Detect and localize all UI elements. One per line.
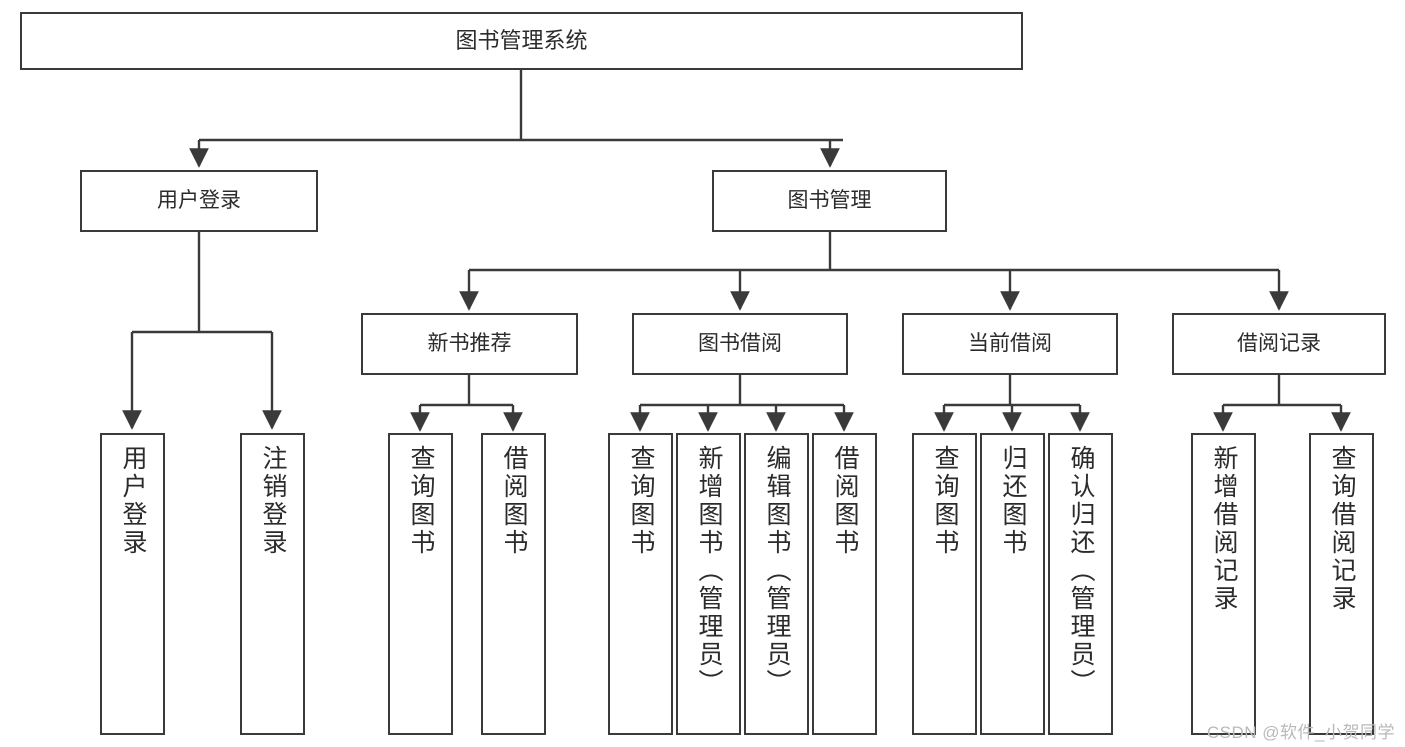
leaf-add-book-admin[interactable]: 新增图书（管理员） [676,433,741,735]
leaf-confirm-return-admin[interactable]: 确认归还（管理员） [1048,433,1113,735]
node-label: 查询图书 [627,445,655,557]
node-label: 查询图书 [931,445,959,557]
node-label: 确认归还（管理员） [1067,445,1095,697]
node-label: 注销登录 [259,445,287,557]
node-label: 图书管理系统 [455,27,588,53]
node-label: 用户登录 [119,445,147,557]
node-book-management[interactable]: 图书管理 [712,170,947,232]
node-label: 新增借阅记录 [1210,445,1238,613]
node-label: 用户登录 [157,189,241,213]
leaf-edit-book-admin[interactable]: 编辑图书（管理员） [744,433,809,735]
node-label: 图书借阅 [698,332,782,356]
leaf-query-book-current[interactable]: 查询图书 [912,433,977,735]
node-current-borrowing[interactable]: 当前借阅 [902,313,1118,375]
node-label: 当前借阅 [968,332,1052,356]
leaf-add-borrowing-record[interactable]: 新增借阅记录 [1191,433,1256,735]
leaf-query-borrowing-record[interactable]: 查询借阅记录 [1309,433,1374,735]
node-book-borrowing[interactable]: 图书借阅 [632,313,848,375]
leaf-query-book-borrowing[interactable]: 查询图书 [608,433,673,735]
leaf-logout[interactable]: 注销登录 [240,433,305,735]
node-borrowing-records[interactable]: 借阅记录 [1172,313,1386,375]
leaf-return-book[interactable]: 归还图书 [980,433,1045,735]
leaf-query-book-recommendation[interactable]: 查询图书 [388,433,453,735]
node-label: 借阅图书 [831,445,859,557]
node-label: 归还图书 [999,445,1027,557]
node-new-book-recommendation[interactable]: 新书推荐 [361,313,578,375]
node-label: 新增图书（管理员） [695,445,723,697]
leaf-user-login[interactable]: 用户登录 [100,433,165,735]
node-label: 编辑图书（管理员） [763,445,791,697]
node-root-book-management-system[interactable]: 图书管理系统 [20,12,1023,70]
node-user-login[interactable]: 用户登录 [80,170,318,232]
node-label: 借阅记录 [1237,332,1321,356]
leaf-borrow-book-recommendation[interactable]: 借阅图书 [481,433,546,735]
node-label: 图书管理 [787,189,872,213]
node-label: 查询借阅记录 [1328,445,1356,613]
node-label: 借阅图书 [500,445,528,557]
node-label: 查询图书 [407,445,435,557]
node-label: 新书推荐 [427,332,512,356]
leaf-borrow-book[interactable]: 借阅图书 [812,433,877,735]
